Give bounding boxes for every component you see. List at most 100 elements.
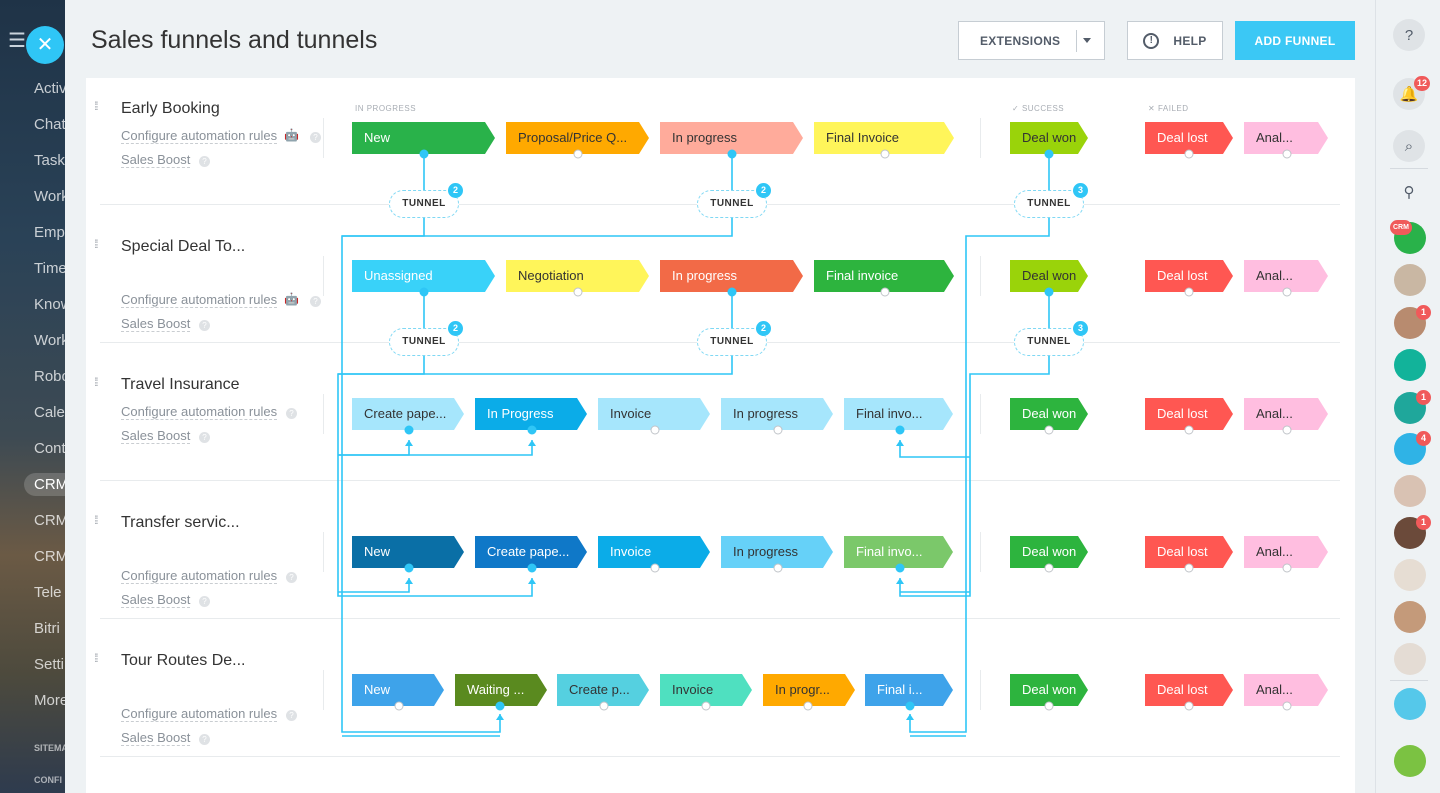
deal-won-stage[interactable]: Deal won (1010, 674, 1088, 706)
help-button[interactable]: ! HELP (1127, 21, 1223, 60)
nav-item[interactable]: CRM (24, 473, 65, 496)
analysis-stage[interactable]: Anal... (1244, 536, 1328, 568)
help-icon[interactable]: ? (310, 296, 321, 307)
help-icon[interactable]: ? (310, 132, 321, 143)
funnel-stage[interactable]: New (352, 122, 495, 154)
nav-item[interactable]: Cont (34, 440, 65, 457)
funnel-stage[interactable]: Unassigned (352, 260, 495, 292)
funnel-name[interactable]: Early Booking (121, 100, 220, 117)
nav-item[interactable]: Robo (34, 368, 65, 385)
help-icon[interactable]: ? (199, 320, 210, 331)
nav-item[interactable]: More (34, 692, 65, 709)
help-icon[interactable]: ? (286, 408, 297, 419)
sales-boost-link[interactable]: Sales Boost (121, 592, 191, 608)
user-avatar[interactable] (1394, 264, 1426, 296)
help-icon[interactable]: ? (199, 156, 210, 167)
nav-item[interactable]: Tele (34, 584, 62, 601)
user-avatar[interactable] (1394, 601, 1426, 633)
sales-boost-link[interactable]: Sales Boost (121, 730, 191, 746)
nav-item[interactable]: Cale (34, 404, 65, 421)
nav-item[interactable]: Work (34, 332, 65, 349)
funnel-stage[interactable]: In progress (721, 398, 833, 430)
chat-search-icon[interactable]: ⌕ (1393, 130, 1425, 162)
tunnel-pill[interactable]: TUNNEL (389, 328, 459, 356)
funnel-stage[interactable]: In progress (660, 122, 803, 154)
funnel-stage[interactable]: In progress (721, 536, 833, 568)
menu-icon[interactable]: ☰ (8, 30, 26, 52)
funnel-name[interactable]: Transfer servic... (121, 514, 240, 531)
drag-handle-icon[interactable]: ⁞⁞ (94, 375, 99, 389)
user-avatar[interactable] (1394, 643, 1426, 675)
analysis-stage[interactable]: Anal... (1244, 260, 1328, 292)
help-icon[interactable]: ? (199, 596, 210, 607)
funnel-stage[interactable]: Final invo... (844, 398, 953, 430)
deal-won-stage[interactable]: Deal won (1010, 536, 1088, 568)
nav-item[interactable]: Activ (34, 80, 65, 97)
configure-automation-link[interactable]: Configure automation rules (121, 292, 278, 308)
call-transfer-icon[interactable] (1394, 688, 1426, 720)
sales-boost-link[interactable]: Sales Boost (121, 428, 191, 444)
analysis-stage[interactable]: Anal... (1244, 122, 1328, 154)
tunnel-pill[interactable]: TUNNEL (697, 328, 767, 356)
nav-item[interactable]: Chat (34, 116, 65, 133)
funnel-stage[interactable]: New (352, 536, 464, 568)
configure-automation-link[interactable]: Configure automation rules (121, 706, 278, 722)
funnel-stage[interactable]: Final invoice (814, 260, 954, 292)
funnel-stage[interactable]: Create p... (557, 674, 649, 706)
analysis-stage[interactable]: Anal... (1244, 398, 1328, 430)
sales-boost-link[interactable]: Sales Boost (121, 316, 191, 332)
nav-item[interactable]: Task (34, 152, 65, 169)
deal-lost-stage[interactable]: Deal lost (1145, 122, 1233, 154)
funnel-stage[interactable]: Negotiation (506, 260, 649, 292)
lock-avatar[interactable] (1394, 349, 1426, 381)
nav-item[interactable]: CRM (34, 548, 65, 565)
funnel-stage[interactable]: Final Invoice (814, 122, 954, 154)
add-funnel-button[interactable]: ADD FUNNEL (1235, 21, 1355, 60)
nav-item[interactable]: Emp (34, 224, 65, 241)
funnel-stage[interactable]: In progress (660, 260, 803, 292)
nav-item[interactable]: Setti (34, 656, 65, 673)
nav-item[interactable]: Know (34, 296, 65, 313)
drag-handle-icon[interactable]: ⁞⁞ (94, 513, 99, 527)
funnel-stage[interactable]: Invoice (660, 674, 752, 706)
funnel-stage[interactable]: Create pape... (352, 398, 464, 430)
funnel-stage[interactable]: Final invo... (844, 536, 953, 568)
funnel-stage[interactable]: Waiting ... (455, 674, 547, 706)
help-icon[interactable]: ? (199, 432, 210, 443)
phone-icon[interactable] (1394, 745, 1426, 777)
funnel-name[interactable]: Tour Routes De... (121, 652, 246, 669)
configure-automation-link[interactable]: Configure automation rules (121, 128, 278, 144)
tunnel-pill[interactable]: TUNNEL (389, 190, 459, 218)
nav-item[interactable]: Bitri (34, 620, 60, 637)
funnel-stage[interactable]: Create pape... (475, 536, 587, 568)
funnel-stage[interactable]: Invoice (598, 536, 710, 568)
drag-handle-icon[interactable]: ⁞⁞ (94, 651, 99, 665)
configure-automation-link[interactable]: Configure automation rules (121, 404, 278, 420)
tunnel-pill[interactable]: TUNNEL (1014, 190, 1084, 218)
drag-handle-icon[interactable]: ⁞⁞ (94, 99, 99, 113)
drag-handle-icon[interactable]: ⁞⁞ (94, 237, 99, 251)
funnel-stage[interactable]: Final i... (865, 674, 953, 706)
funnel-stage[interactable]: In progr... (763, 674, 855, 706)
funnel-stage[interactable]: Invoice (598, 398, 710, 430)
deal-lost-stage[interactable]: Deal lost (1145, 260, 1233, 292)
help-icon[interactable]: ? (286, 572, 297, 583)
deal-lost-stage[interactable]: Deal lost (1145, 536, 1233, 568)
search-icon[interactable]: ⚲ (1403, 184, 1415, 201)
tunnel-pill[interactable]: TUNNEL (697, 190, 767, 218)
funnel-stage[interactable]: New (352, 674, 444, 706)
close-slider-button[interactable]: ✕ (26, 26, 64, 64)
funnel-name[interactable]: Special Deal To... (121, 238, 246, 255)
help-icon[interactable]: ? (286, 710, 297, 721)
nav-item[interactable]: CRM (34, 512, 65, 529)
analysis-stage[interactable]: Anal... (1244, 674, 1328, 706)
user-avatar[interactable] (1394, 475, 1426, 507)
nav-item[interactable]: Work (34, 188, 65, 205)
funnel-stage[interactable]: Proposal/Price Q... (506, 122, 649, 154)
extensions-button[interactable]: EXTENSIONS (958, 21, 1105, 60)
funnel-stage[interactable]: In Progress (475, 398, 587, 430)
tunnel-pill[interactable]: TUNNEL (1014, 328, 1084, 356)
deal-won-stage[interactable]: Deal won (1010, 260, 1088, 292)
configure-automation-link[interactable]: Configure automation rules (121, 568, 278, 584)
nav-item[interactable]: Time (34, 260, 65, 277)
